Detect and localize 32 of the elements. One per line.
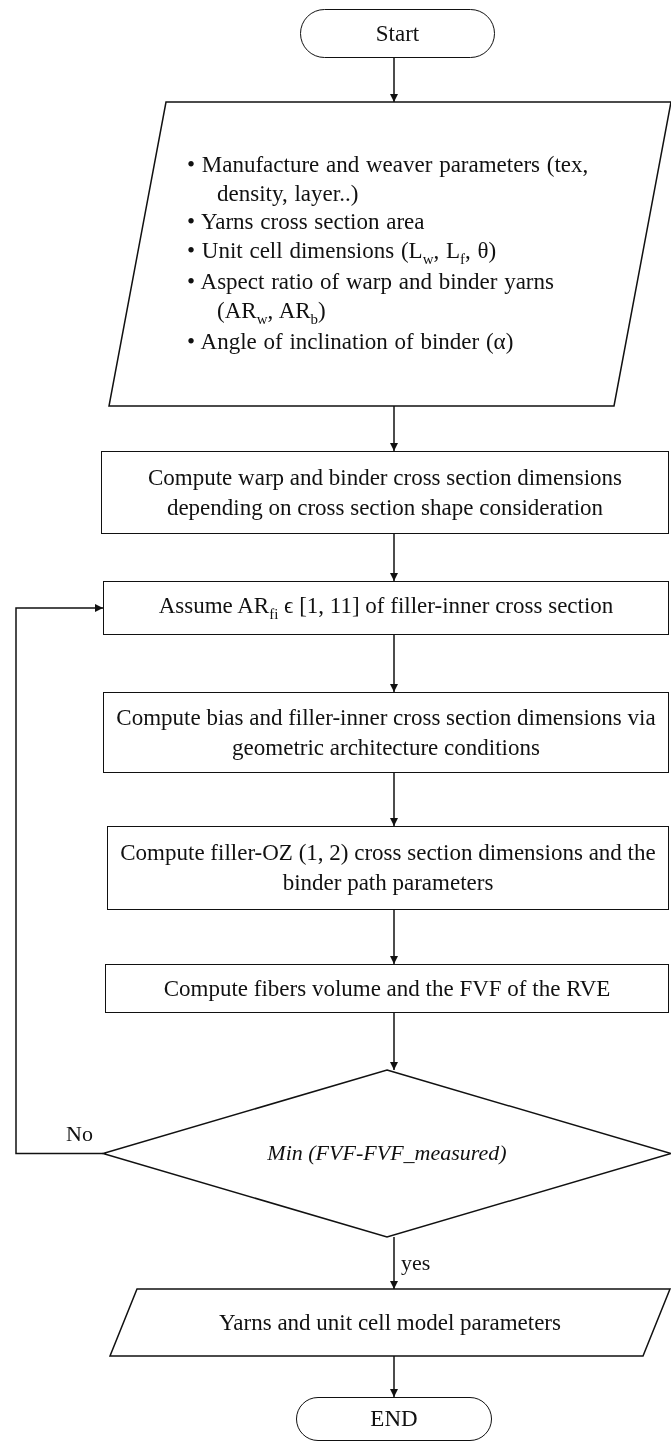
arrow xyxy=(390,634,398,693)
arrow xyxy=(390,909,398,965)
arrow xyxy=(390,1355,398,1398)
arrow xyxy=(390,1012,398,1071)
process-box xyxy=(105,964,669,1013)
decision-diamond xyxy=(103,1070,671,1237)
process-box xyxy=(101,451,669,534)
node-text: END xyxy=(369,1405,419,1434)
node-text: Compute bias and filler-inner cross section dimensions via geometric architecture conditions xyxy=(115,703,657,762)
node-text: Compute warp and binder cross section dimensions depending on cross section shape consideration xyxy=(147,463,623,522)
bullet-item: • Unit cell dimensions (L$_{w}$, L$_{f}$, θ) xyxy=(187,237,498,269)
process-box xyxy=(103,581,669,635)
process-box xyxy=(103,692,669,773)
arrow xyxy=(390,533,398,582)
bullet-item: • Manufacture and weaver parameters (tex, density, layer..) xyxy=(187,150,590,208)
node-text: Compute filler-OZ (1, 2) cross section dimensions and the binder path parameters xyxy=(119,839,657,897)
bullet-item: • Yarns cross section area xyxy=(187,208,426,237)
bullet-item: • Angle of inclination of binder (α) xyxy=(187,328,515,357)
decision-text: Min (FVF-FVF_measured) xyxy=(266,1139,508,1168)
arrow xyxy=(390,405,398,452)
arrow xyxy=(390,1236,398,1290)
arrow xyxy=(390,57,398,103)
bullet-item: • Aspect ratio of warp and binder yarns (AR$_{w}$, AR$_{b}$) xyxy=(187,268,555,329)
node-text: Start xyxy=(374,19,421,48)
node-text: Assume AR$_{fi}$ ϵ [1, 11] of filler-inner cross section xyxy=(157,592,615,625)
arrow xyxy=(15,604,104,1155)
input-output-parallelogram xyxy=(110,1289,670,1356)
node-text: Compute fibers volume and the FVF of the RVE xyxy=(162,974,612,1003)
node-text: Yarns and unit cell model parameters xyxy=(218,1308,562,1337)
arrow xyxy=(390,772,398,827)
input-output-parallelogram xyxy=(109,102,671,406)
process-box xyxy=(107,826,669,910)
